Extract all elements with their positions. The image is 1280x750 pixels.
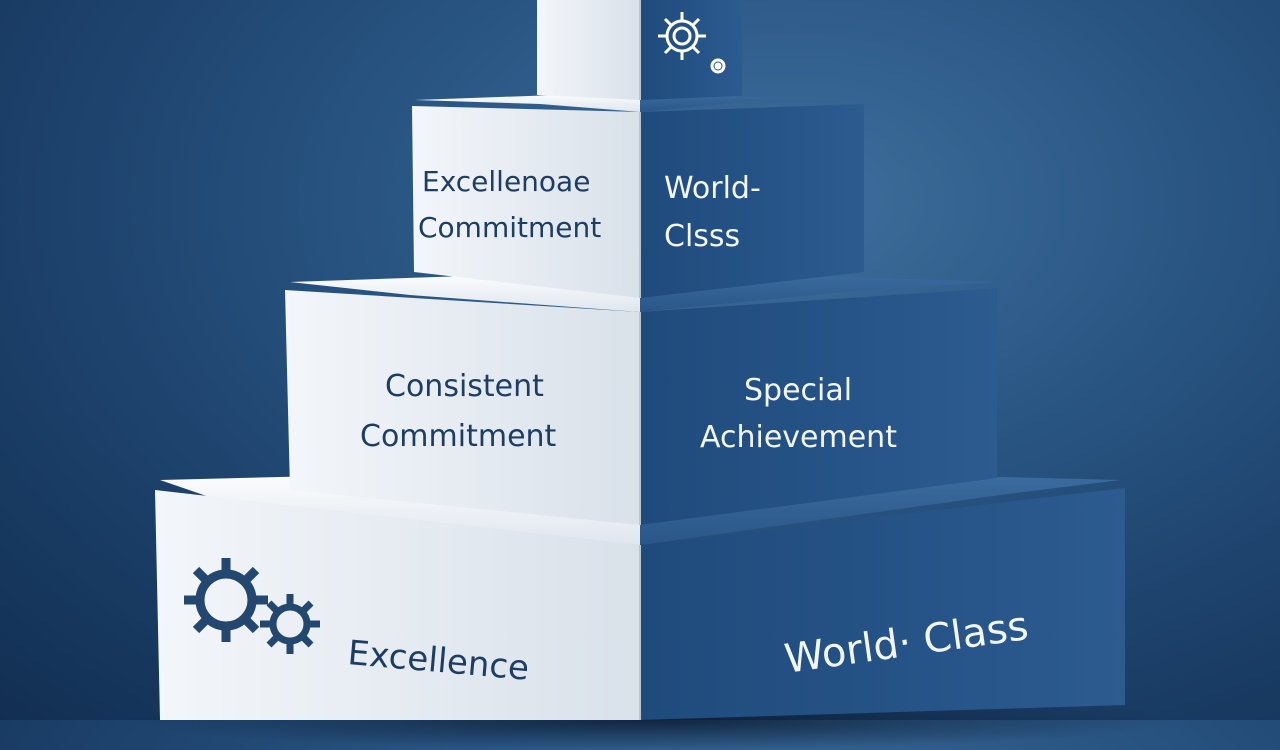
tier-middle-left-line1: Consistent xyxy=(385,369,544,404)
tier-upper-right-line1: World- xyxy=(664,171,761,206)
tier-middle-right-line1: Special xyxy=(744,373,853,408)
tier-top-cube xyxy=(537,0,742,100)
tier-middle-right-line2: Achievement xyxy=(700,420,897,455)
tier-upper-right-line2: Clsss xyxy=(664,219,741,254)
gears-icon xyxy=(184,558,320,654)
tier-bottom xyxy=(155,468,1125,720)
pyramid-diagram xyxy=(155,0,1125,720)
tier-middle xyxy=(285,270,997,525)
tier-upper-left-line2: Commitment xyxy=(418,211,602,244)
tier-upper-left-face xyxy=(412,106,640,298)
top-cube-right-face xyxy=(640,0,742,100)
top-cube-left-face xyxy=(537,0,640,100)
tier-middle-right-face xyxy=(640,288,997,525)
gear-emblem-icon xyxy=(658,12,726,74)
tier-middle-left-face xyxy=(285,290,640,525)
tier-middle-left-line2: Commitment xyxy=(360,419,557,454)
tier-upper-left-line1: Excellenoae xyxy=(422,165,591,198)
tier-bottom-right-face xyxy=(640,488,1125,720)
tier-bottom-left-face xyxy=(155,490,640,720)
tier-upper-right-face xyxy=(640,104,864,298)
